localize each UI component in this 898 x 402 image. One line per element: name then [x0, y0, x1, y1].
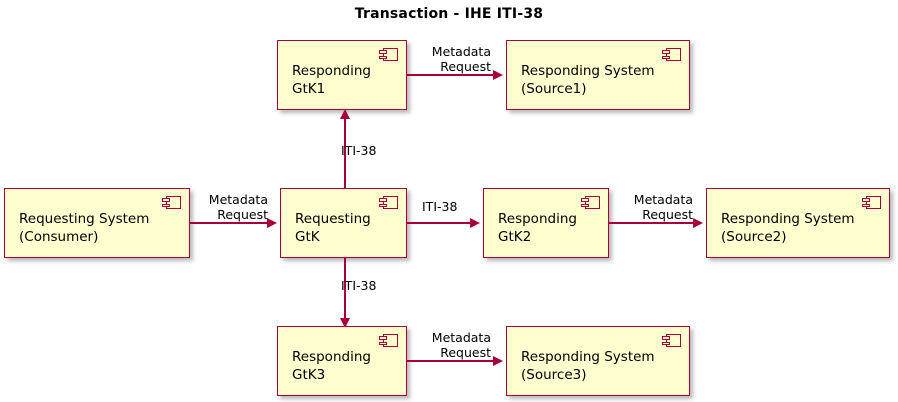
component-label-line2: (Source1)	[521, 81, 587, 97]
edge-label-line1: Metadata	[431, 44, 491, 59]
edge-label-line2: Request	[217, 207, 268, 222]
component-label-line2: GtK	[295, 229, 320, 245]
component-label-line1: Requesting System	[19, 211, 150, 227]
edge-arrowhead-gtk-gtk2	[470, 218, 480, 228]
component-responding-gtk2[interactable]: Responding GtK2	[483, 188, 609, 258]
edge-line-gtk3-source3	[407, 360, 494, 362]
edge-line-consumer-gtk	[190, 222, 268, 224]
component-label-line1: Responding System	[521, 349, 655, 365]
uml-component-icon	[379, 48, 398, 61]
uml-component-icon	[379, 334, 398, 347]
edge-line-gtk2-source2	[609, 222, 694, 224]
edge-line-gtk-gtk1	[344, 118, 346, 190]
edge-arrowhead-consumer-gtk	[267, 218, 277, 228]
component-responding-gtk1[interactable]: Responding GtK1	[277, 40, 407, 110]
component-label-line2: GtK3	[292, 367, 326, 383]
edge-label-line1: Metadata	[208, 192, 268, 207]
edge-line-gtk-gtk2	[407, 222, 471, 224]
component-responding-system-source1[interactable]: Responding System (Source1)	[506, 40, 690, 110]
edge-label-line1: ITI-38	[341, 143, 377, 158]
uml-component-icon	[581, 196, 600, 209]
component-label-line2: (Consumer)	[19, 229, 99, 245]
edge-arrowhead-gtk2-source2	[693, 218, 703, 228]
edge-arrowhead-gtk-gtk3	[340, 318, 350, 328]
component-label-line1: Responding	[292, 349, 371, 365]
edge-label-line1: ITI-38	[341, 278, 377, 293]
component-label-line1: Responding System	[721, 211, 855, 227]
edge-label-gtk-gtk3: ITI-38	[341, 278, 376, 293]
uml-component-icon	[379, 196, 398, 209]
edge-line-gtk-gtk3	[344, 258, 346, 320]
component-label-line2: GtK2	[498, 229, 532, 245]
edge-label-line2: Request	[440, 59, 491, 74]
component-label-line1: Responding System	[521, 63, 655, 79]
component-requesting-system-consumer[interactable]: Requesting System (Consumer)	[4, 188, 190, 258]
component-label-line2: (Source3)	[521, 367, 587, 383]
component-label-line1: Responding	[498, 211, 577, 227]
diagram-title: Transaction - IHE ITI-38	[354, 6, 544, 22]
edge-arrowhead-gtk3-source3	[493, 356, 503, 366]
component-requesting-gtk[interactable]: Requesting GtK	[280, 188, 407, 258]
uml-component-icon	[862, 196, 881, 209]
uml-component-icon	[662, 48, 681, 61]
edge-label-line2: Request	[642, 207, 693, 222]
edge-line-gtk1-source1	[407, 74, 494, 76]
component-label-line2: GtK1	[292, 81, 326, 97]
edge-arrowhead-gtk1-source1	[493, 70, 503, 80]
component-responding-system-source3[interactable]: Responding System (Source3)	[506, 326, 690, 396]
uml-component-icon	[662, 334, 681, 347]
component-responding-system-source2[interactable]: Responding System (Source2)	[706, 188, 890, 258]
edge-label-gtk-gtk2: ITI-38	[422, 199, 457, 214]
edge-label-line1: Metadata	[431, 330, 491, 345]
component-label-line2: (Source2)	[721, 229, 787, 245]
uml-component-icon	[162, 196, 181, 209]
component-label-line1: Requesting	[295, 211, 371, 227]
edge-label-line2: Request	[440, 345, 491, 360]
edge-label-line1: Metadata	[633, 192, 693, 207]
edge-arrowhead-gtk-gtk1	[340, 109, 350, 119]
edge-label-line1: ITI-38	[422, 199, 458, 214]
component-responding-gtk3[interactable]: Responding GtK3	[277, 326, 407, 396]
component-label-line1: Responding	[292, 63, 371, 79]
edge-label-gtk-gtk1: ITI-38	[341, 143, 376, 158]
